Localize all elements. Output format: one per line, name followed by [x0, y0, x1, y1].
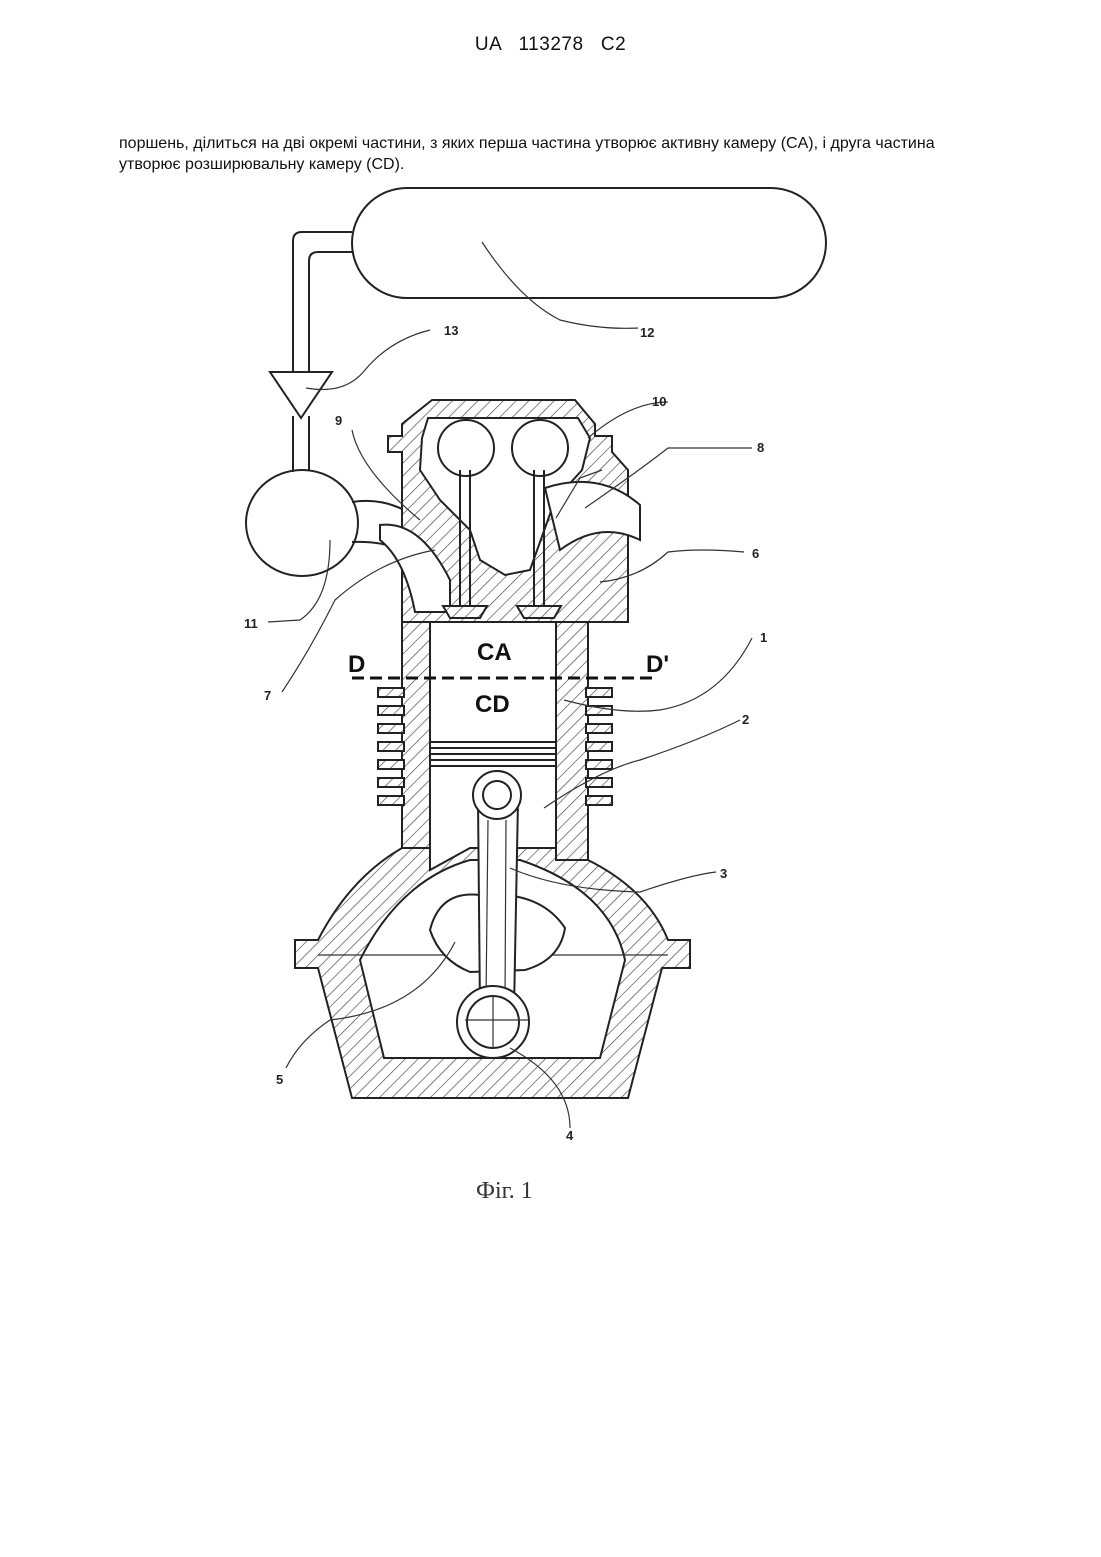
- label-d-prime: D': [646, 651, 669, 678]
- ref-8: 8: [757, 440, 764, 455]
- connecting-rod: [478, 800, 518, 1010]
- supply-pipe: [293, 232, 352, 372]
- intake-valve-rocker: [438, 420, 494, 476]
- ref-3: 3: [720, 866, 727, 881]
- ref-4: 4: [566, 1128, 574, 1143]
- cooling-fins-left: [378, 688, 404, 805]
- figure-caption: Фіг. 1: [476, 1178, 533, 1204]
- ref-6: 6: [752, 546, 759, 561]
- ref-9: 9: [335, 413, 342, 428]
- ref-13: 13: [444, 323, 458, 338]
- pressure-valve: [270, 372, 332, 418]
- ref-2: 2: [742, 712, 749, 727]
- ref-11: 11: [244, 616, 258, 631]
- ref-10: 10: [652, 394, 666, 409]
- label-d: D: [348, 651, 365, 678]
- cylinder-wall-left: [402, 622, 430, 860]
- piston-pin: [473, 771, 521, 819]
- label-ca: CA: [477, 639, 512, 666]
- exhaust-valve-rocker: [512, 420, 568, 476]
- ref-1: 1: [760, 630, 767, 645]
- ref-5: 5: [276, 1072, 283, 1087]
- storage-tank: [352, 188, 826, 298]
- cylinder-wall-right: [556, 622, 588, 860]
- label-cd: CD: [475, 691, 510, 718]
- ref-7: 7: [264, 688, 271, 703]
- buffer-reservoir: [246, 470, 358, 576]
- ref-12: 12: [640, 325, 654, 340]
